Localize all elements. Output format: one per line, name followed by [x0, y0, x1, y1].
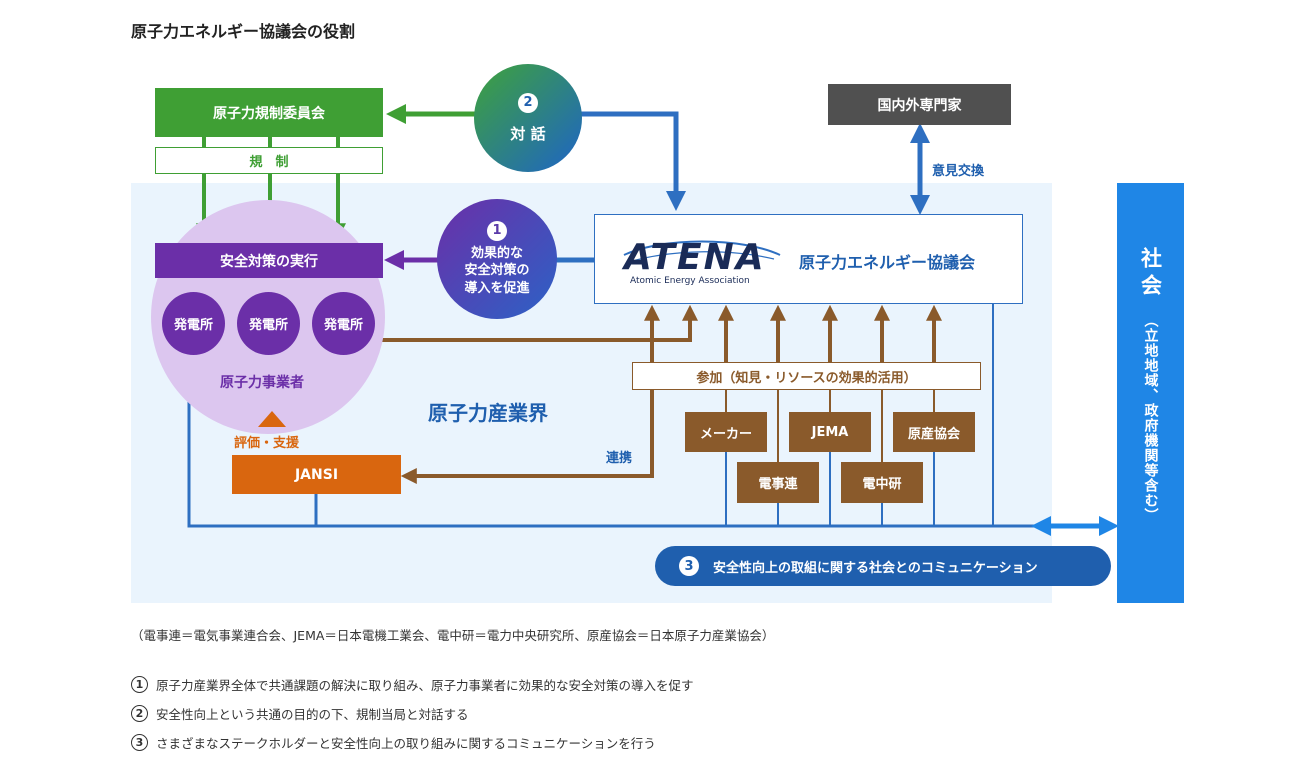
atena-logo-subtext: Atomic Energy Association	[630, 276, 750, 286]
note-number-1: 1	[131, 676, 148, 693]
org-maker: メーカー	[685, 412, 767, 452]
dialogue-number: 2	[518, 92, 538, 113]
communication-label: 安全性向上の取組に関する社会とのコミュニケーション	[713, 560, 1038, 576]
org-criepi: 電中研	[841, 462, 923, 503]
note-item-1: 1 原子力産業界全体で共通課題の解決に取り組み、原子力事業者に効果的な安全対策の…	[131, 675, 694, 694]
atena-box: ATENA Atomic Energy Association 原子力エネルギー…	[594, 214, 1023, 304]
society-box: 社会 （立地地域、政府機関等含む）	[1117, 183, 1184, 603]
society-label: 社会	[1138, 247, 1163, 301]
note-text-1: 原子力産業界全体で共通課題の解決に取り組み、原子力事業者に効果的な安全対策の導入…	[156, 678, 694, 693]
promote-line2: 安全対策の	[464, 263, 530, 279]
society-sublabel: （立地地域、政府機関等含む）	[1142, 313, 1159, 523]
communication-pill: 3 安全性向上の取組に関する社会とのコミュニケーション	[655, 546, 1111, 586]
jansi-box: JANSI	[232, 455, 401, 494]
promote-line1: 効果的な	[470, 245, 523, 261]
safety-exec-box: 安全対策の実行	[155, 243, 383, 278]
industry-label: 原子力産業界	[428, 401, 548, 425]
plant-1: 発電所	[162, 292, 225, 355]
promote-line3: 導入を促進	[464, 280, 530, 296]
org-fepc: 電事連	[737, 462, 819, 503]
note-text-2: 安全性向上という共通の目的の下、規制当局と対話する	[156, 707, 469, 722]
note-item-3: 3 さまざまなステークホルダーと安全性向上の取り組みに関するコミュニケーションを…	[131, 733, 656, 752]
note-number-2: 2	[131, 705, 148, 722]
org-jaif: 原産協会	[893, 412, 975, 452]
plant-2: 発電所	[237, 292, 300, 355]
communication-number: 3	[679, 556, 699, 576]
abbreviation-note: （電事連＝電気事業連合会、JEMA＝日本電機工業会、電中研＝電力中央研究所、原産…	[131, 628, 775, 643]
exchange-label: 意見交換	[932, 164, 985, 179]
org-jema: JEMA	[789, 412, 871, 452]
promote-circle: 1 効果的な 安全対策の 導入を促進	[437, 199, 557, 319]
atena-logo-swoosh	[623, 240, 781, 262]
plant-3: 発電所	[312, 292, 375, 355]
regulator-box: 原子力規制委員会	[155, 88, 383, 137]
atena-name: 原子力エネルギー協議会	[799, 253, 976, 272]
note-item-2: 2 安全性向上という共通の目的の下、規制当局と対話する	[131, 704, 469, 723]
promote-number: 1	[487, 220, 507, 241]
operators-label: 原子力事業者	[220, 375, 304, 391]
atena-logo-text: ATENA	[624, 237, 766, 278]
page-title: 原子力エネルギー協議会の役割	[131, 22, 356, 41]
note-text-3: さまざまなステークホルダーと安全性向上の取り組みに関するコミュニケーションを行う	[156, 736, 656, 751]
participation-box: 参加（知見・リソースの効果的活用）	[632, 362, 981, 390]
regulation-label: 規 制	[155, 147, 383, 174]
evaluation-label: 評価・支援	[234, 436, 300, 451]
evaluation-triangle	[258, 411, 286, 427]
experts-box: 国内外専門家	[828, 84, 1011, 125]
atena-logo: ATENA Atomic Energy Association	[622, 233, 781, 289]
dialogue-label: 対 話	[510, 124, 546, 143]
note-number-3: 3	[131, 734, 148, 751]
dialogue-circle: 2 対 話	[474, 64, 582, 172]
cooperation-label: 連携	[606, 451, 633, 466]
